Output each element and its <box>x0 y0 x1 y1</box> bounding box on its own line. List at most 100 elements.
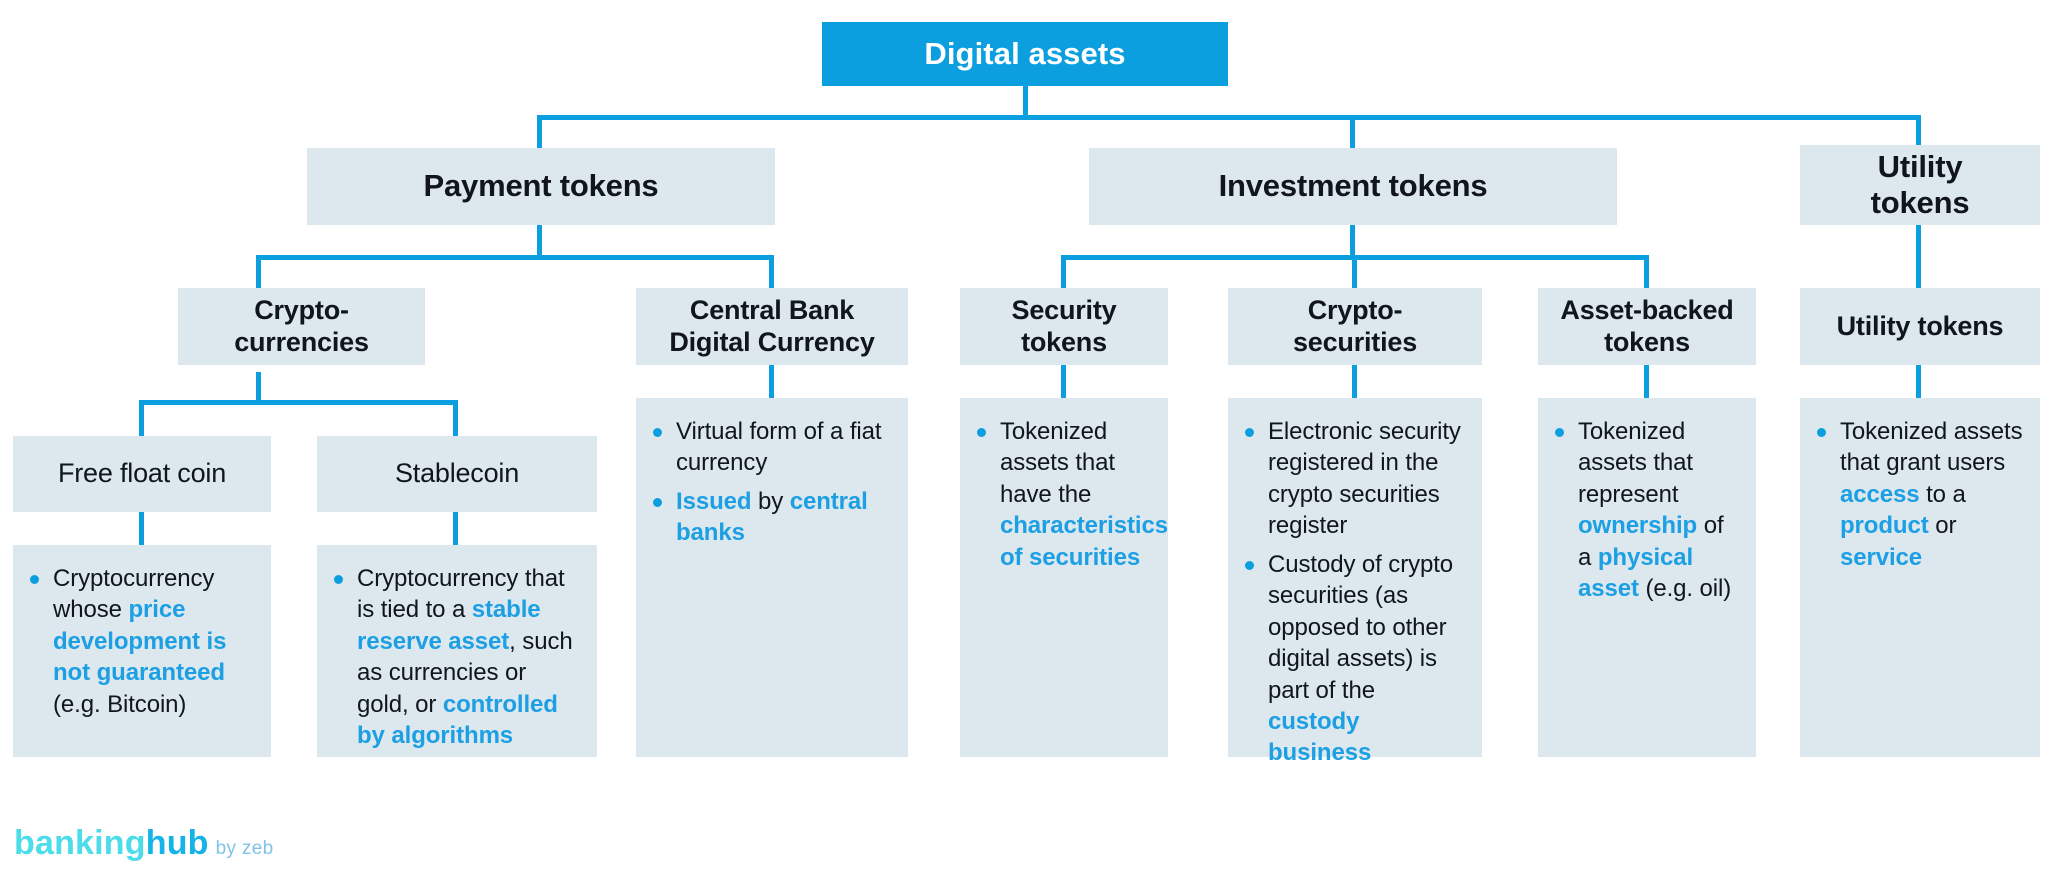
panel-asset-backed-tokens: Tokenized assets that represent ownershi… <box>1538 398 1756 757</box>
bullet-item: Cryptocurrency whose price development i… <box>27 563 257 720</box>
bullet-text: by <box>751 487 790 515</box>
connector-security-tokens-to-panel <box>1061 365 1066 398</box>
node-central-bank-digital-currency[interactable]: Central Bank Digital Currency <box>636 288 908 365</box>
connector-to-investment-tokens <box>1350 115 1355 150</box>
connector-to-crypto-securities <box>1352 255 1357 289</box>
bullet-text: Tokenized assets that grant users <box>1840 418 2023 477</box>
connector-cryptocurrencies-down <box>256 372 261 403</box>
node-label: Crypto- securities <box>1292 294 1418 357</box>
bullet-text: (e.g. oil) <box>1638 575 1732 603</box>
bullet-highlight-text: Issued <box>676 487 752 515</box>
bullet-list: Tokenized assets that represent ownershi… <box>1552 416 1742 605</box>
panel-utility-tokens: Tokenized assets that grant users access… <box>1800 398 2040 757</box>
node-label: Digital assets <box>924 35 1126 71</box>
bullet-text: Cryptocurrency that is tied to a <box>357 565 565 624</box>
node-investment-tokens[interactable]: Investment tokens <box>1089 148 1617 225</box>
bullet-text: (e.g. Bitcoin) <box>53 690 187 718</box>
bullet-text: of a <box>1578 512 1724 571</box>
node-cryptocurrencies[interactable]: Crypto- currencies <box>178 288 425 365</box>
connector-to-cbdc <box>769 255 774 289</box>
bullet-list: Cryptocurrency whose price development i… <box>27 563 257 720</box>
node-label: Payment tokens <box>423 168 659 204</box>
connector-investment-tokens-down <box>1350 225 1355 258</box>
connector-to-utility-tokens <box>1916 115 1921 147</box>
bullet-dot-icon <box>653 428 662 437</box>
node-crypto-securities[interactable]: Crypto- securities <box>1228 288 1482 365</box>
bullet-text: Cryptocurrency whose <box>53 565 215 624</box>
node-payment-tokens[interactable]: Payment tokens <box>307 148 775 225</box>
node-security-tokens[interactable]: Security tokens <box>960 288 1168 365</box>
bullet-item: Electronic security registered in the cr… <box>1242 416 1468 542</box>
bullet-dot-icon <box>1555 428 1564 437</box>
connector-to-security-tokens <box>1061 255 1066 289</box>
bankinghub-logo: banking hub by zeb <box>14 824 273 863</box>
bullet-highlight-text: access <box>1840 480 1920 508</box>
bullet-highlight-text: price development is not guaranteed <box>53 596 227 687</box>
bullet-dot-icon <box>1817 428 1826 437</box>
connector-utility-tokens-down <box>1916 225 1921 289</box>
node-asset-backed-tokens[interactable]: Asset-backed tokens <box>1538 288 1756 365</box>
bullet-dot-icon <box>977 428 986 437</box>
connector-payment-tokens-down <box>537 225 542 258</box>
bullet-text: Custody of crypto securities (as opposed… <box>1268 550 1454 704</box>
connector-bus-payment-children <box>256 255 774 260</box>
node-utility-tokens[interactable]: Utility tokens <box>1800 288 2040 365</box>
bullet-item: Tokenized assets that represent ownershi… <box>1552 416 1742 605</box>
connector-to-asset-backed-tokens <box>1644 255 1649 289</box>
bullet-text: Tokenized assets that represent <box>1578 418 1693 508</box>
connector-to-stablecoin <box>453 400 458 437</box>
node-free-float-coin[interactable]: Free float coin <box>13 436 271 512</box>
bullet-text: Tokenized assets that have the <box>1000 418 1115 508</box>
bullet-highlight-text: ownership <box>1578 512 1698 540</box>
bullet-list: Cryptocurrency that is tied to a stable … <box>331 563 583 752</box>
connector-bus-level1 <box>537 115 1921 120</box>
bullet-list: Tokenized assets that grant users access… <box>1814 416 2026 573</box>
node-label: Utility tokens <box>1836 310 2004 341</box>
bullet-item: Cryptocurrency that is tied to a stable … <box>331 563 583 752</box>
bullet-highlight-text: product <box>1840 512 1929 540</box>
connector-stablecoin-to-panel <box>453 512 458 545</box>
node-label: Crypto- currencies <box>234 294 369 357</box>
logo-part-hub: hub <box>145 824 209 862</box>
bullet-text: or <box>1928 512 1957 540</box>
node-digital-assets[interactable]: Digital assets <box>822 22 1228 86</box>
bullet-highlight-text: central banks <box>676 487 868 547</box>
connector-to-payment-tokens <box>537 115 542 150</box>
connector-crypto-securities-to-panel <box>1352 365 1357 398</box>
bullet-dot-icon <box>653 497 662 507</box>
bullet-item: Custody of crypto securities (as opposed… <box>1242 549 1468 769</box>
connector-to-free-float-coin <box>139 400 144 437</box>
panel-security-tokens: Tokenized assets that have the character… <box>960 398 1168 757</box>
connector-utility-tokens-to-panel <box>1916 365 1921 398</box>
node-utility-tokens-top[interactable]: Utility tokens <box>1800 145 2040 225</box>
connector-root-down <box>1023 85 1028 119</box>
bullet-text: , such as currencies or gold, or <box>357 627 573 718</box>
node-label: Free float coin <box>57 458 227 489</box>
bullet-item: Tokenized assets that grant users access… <box>1814 416 2026 573</box>
connector-cbdc-to-panel <box>769 365 774 398</box>
node-label: Security tokens <box>1011 294 1117 357</box>
bullet-highlight-text: characteristics of securities <box>1000 512 1168 571</box>
logo-suffix-by-zeb: by zeb <box>215 838 274 859</box>
bullet-item: Tokenized assets that have the character… <box>974 416 1168 573</box>
node-stablecoin[interactable]: Stablecoin <box>317 436 597 512</box>
node-label: Stablecoin <box>394 458 520 489</box>
connector-to-cryptocurrencies <box>256 255 261 289</box>
connector-bus-crypto-children <box>139 400 458 405</box>
connector-free-float-coin-to-panel <box>139 512 144 545</box>
bullet-highlight-text: custody business <box>1268 707 1372 767</box>
panel-stablecoin: Cryptocurrency that is tied to a stable … <box>317 545 597 757</box>
bullet-dot-icon <box>1245 428 1254 437</box>
bullet-item: Issued by central banks <box>650 486 894 549</box>
logo-part-banking: banking <box>14 824 146 862</box>
bullet-list: Electronic security registered in the cr… <box>1242 416 1468 769</box>
bullet-dot-icon <box>334 575 343 584</box>
node-label: Asset-backed tokens <box>1560 294 1734 357</box>
bullet-list: Tokenized assets that have the character… <box>974 416 1168 573</box>
panel-crypto-securities: Electronic security registered in the cr… <box>1228 398 1482 766</box>
bullet-text: Electronic security registered in the cr… <box>1268 418 1461 540</box>
bullet-highlight-text: physical asset <box>1578 543 1694 603</box>
